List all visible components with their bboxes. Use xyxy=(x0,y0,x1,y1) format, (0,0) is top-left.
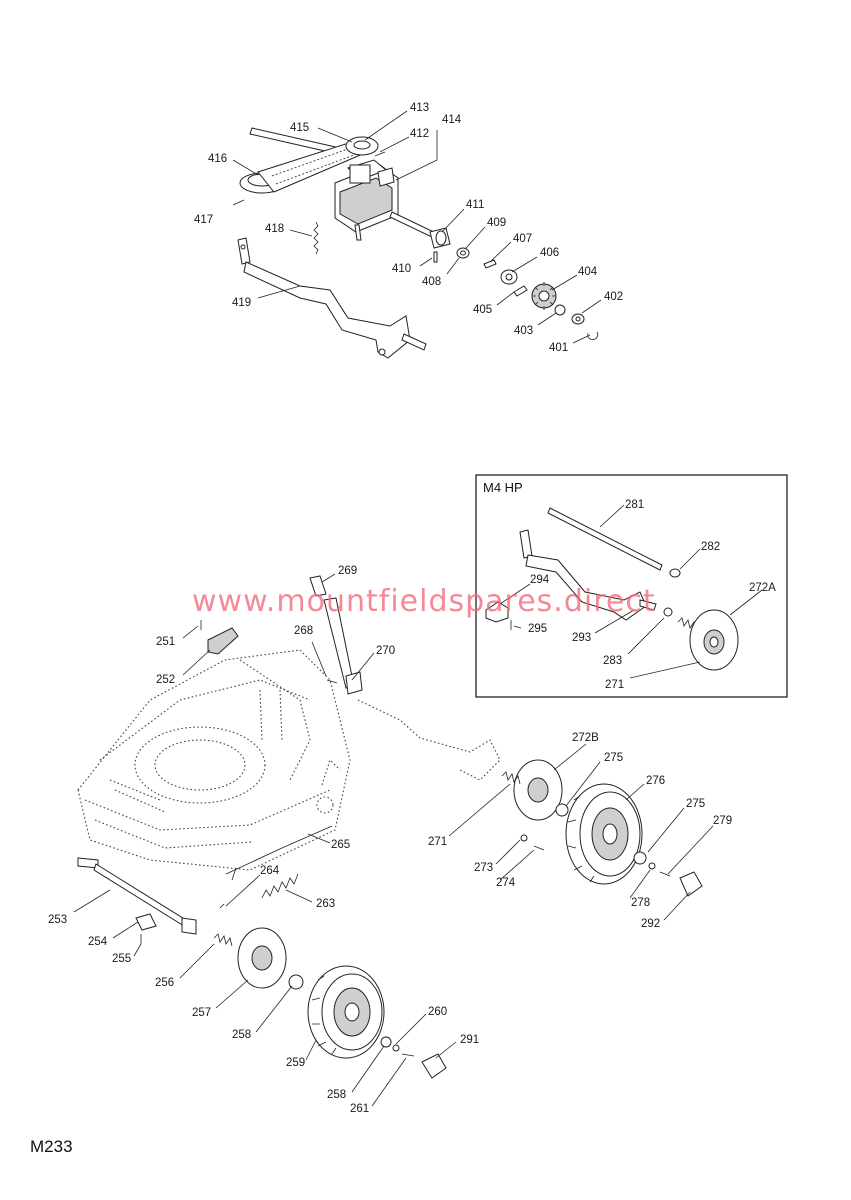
part-label: 258 xyxy=(232,1029,251,1041)
part-label: 417 xyxy=(194,214,213,226)
part-label: 255 xyxy=(112,953,131,965)
gear-icon xyxy=(531,282,557,310)
part-label: 258 xyxy=(327,1089,346,1101)
part-label: 403 xyxy=(514,325,533,337)
part-label: 404 xyxy=(578,266,598,278)
part-label: 261 xyxy=(350,1103,369,1115)
part-label: 418 xyxy=(265,223,284,235)
part-label: 295 xyxy=(528,623,547,635)
lower-leader-lines xyxy=(73,573,714,1107)
part-label: 416 xyxy=(208,153,227,165)
part-label: 292 xyxy=(641,918,660,930)
part-label: 263 xyxy=(316,898,335,910)
part-label: 406 xyxy=(540,247,559,259)
lower-parts xyxy=(77,575,703,1079)
part-label: 405 xyxy=(473,304,492,316)
part-label: 409 xyxy=(487,217,506,229)
part-label: 274 xyxy=(496,877,516,889)
m4hp-inset: M4 HP 281 282 294 xyxy=(475,474,788,698)
part-label: 412 xyxy=(410,128,429,140)
part-label: 411 xyxy=(466,199,484,211)
part-label: 257 xyxy=(192,1007,211,1019)
upper-labels: 413 415 414 412 416 411 417 418 409 407 … xyxy=(194,102,623,354)
part-label: 408 xyxy=(422,276,441,288)
gearbox-icon xyxy=(334,159,399,233)
part-label: 269 xyxy=(338,565,357,577)
lower-labels: 269 251 268 270 252 272B 275 276 271 275… xyxy=(48,565,732,1115)
part-label: 254 xyxy=(88,936,108,948)
part-label: 252 xyxy=(156,674,175,686)
part-label: 264 xyxy=(260,865,280,877)
inset-title: M4 HP xyxy=(483,480,523,495)
part-label: 293 xyxy=(572,632,591,644)
watermark: www.mountfieldspares.direct xyxy=(192,584,656,619)
part-label: 278 xyxy=(631,897,650,909)
part-label: 282 xyxy=(701,541,720,553)
transmission-assembly xyxy=(232,127,599,359)
part-label: 414 xyxy=(442,114,462,126)
part-label: 291 xyxy=(460,1034,479,1046)
part-label: 271 xyxy=(428,836,447,848)
part-label: 401 xyxy=(549,342,568,354)
part-label: 275 xyxy=(604,752,623,764)
part-label: 265 xyxy=(331,839,350,851)
wheel-icon xyxy=(565,783,643,885)
mower-deck-icon xyxy=(77,649,351,871)
part-label: 260 xyxy=(428,1006,447,1018)
upper-leader-lines xyxy=(232,110,602,344)
part-label: 283 xyxy=(603,655,622,667)
spring-icon xyxy=(261,873,299,899)
part-label: 407 xyxy=(513,233,532,245)
part-label: 272B xyxy=(572,732,599,744)
part-label: 253 xyxy=(48,914,67,926)
part-label: 281 xyxy=(625,499,644,511)
part-label: 402 xyxy=(604,291,623,303)
part-label: 413 xyxy=(410,102,429,114)
part-label: 410 xyxy=(392,263,411,275)
part-label: 275 xyxy=(686,798,705,810)
part-label: 272A xyxy=(749,582,776,594)
part-label: 268 xyxy=(294,625,313,637)
part-label: 256 xyxy=(155,977,174,989)
part-label: 273 xyxy=(474,862,493,874)
hubcap-icon xyxy=(689,609,739,671)
diagram-id: M233 xyxy=(30,1137,73,1156)
wheel-icon xyxy=(307,965,385,1059)
part-label: 415 xyxy=(290,122,309,134)
part-label: 259 xyxy=(286,1057,305,1069)
part-label: 294 xyxy=(530,574,550,586)
part-label: 271 xyxy=(605,679,624,691)
part-label: 419 xyxy=(232,297,251,309)
part-label: 251 xyxy=(156,636,175,648)
part-label: 279 xyxy=(713,815,732,827)
part-label: 270 xyxy=(376,645,395,657)
part-label: 276 xyxy=(646,775,665,787)
